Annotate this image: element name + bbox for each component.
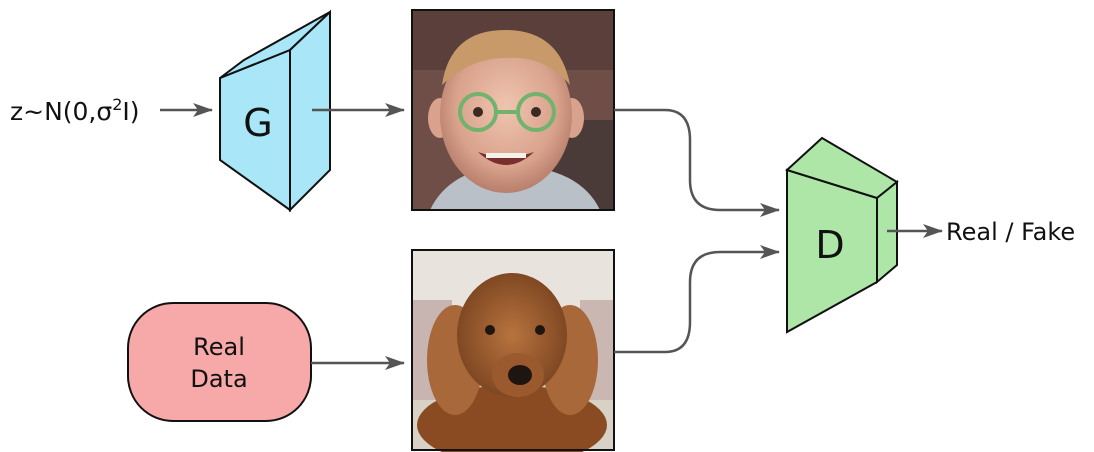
real-data-line1: Real xyxy=(193,333,245,361)
real-data-box: Real Data xyxy=(127,302,312,422)
output-label: Real / Fake xyxy=(946,218,1075,246)
discriminator-label: D xyxy=(815,223,844,267)
real-image xyxy=(411,249,615,452)
generator-label: G xyxy=(243,101,272,145)
real-data-line2: Data xyxy=(190,365,247,393)
arrow-real-to-discriminator xyxy=(614,245,780,354)
generated-image xyxy=(411,9,615,211)
discriminator-block: D xyxy=(785,136,899,334)
noise-input-label: z~N(0,σ2I) xyxy=(10,95,140,126)
generator-block: G xyxy=(219,9,331,213)
arrow-generated-to-discriminator xyxy=(614,108,780,217)
